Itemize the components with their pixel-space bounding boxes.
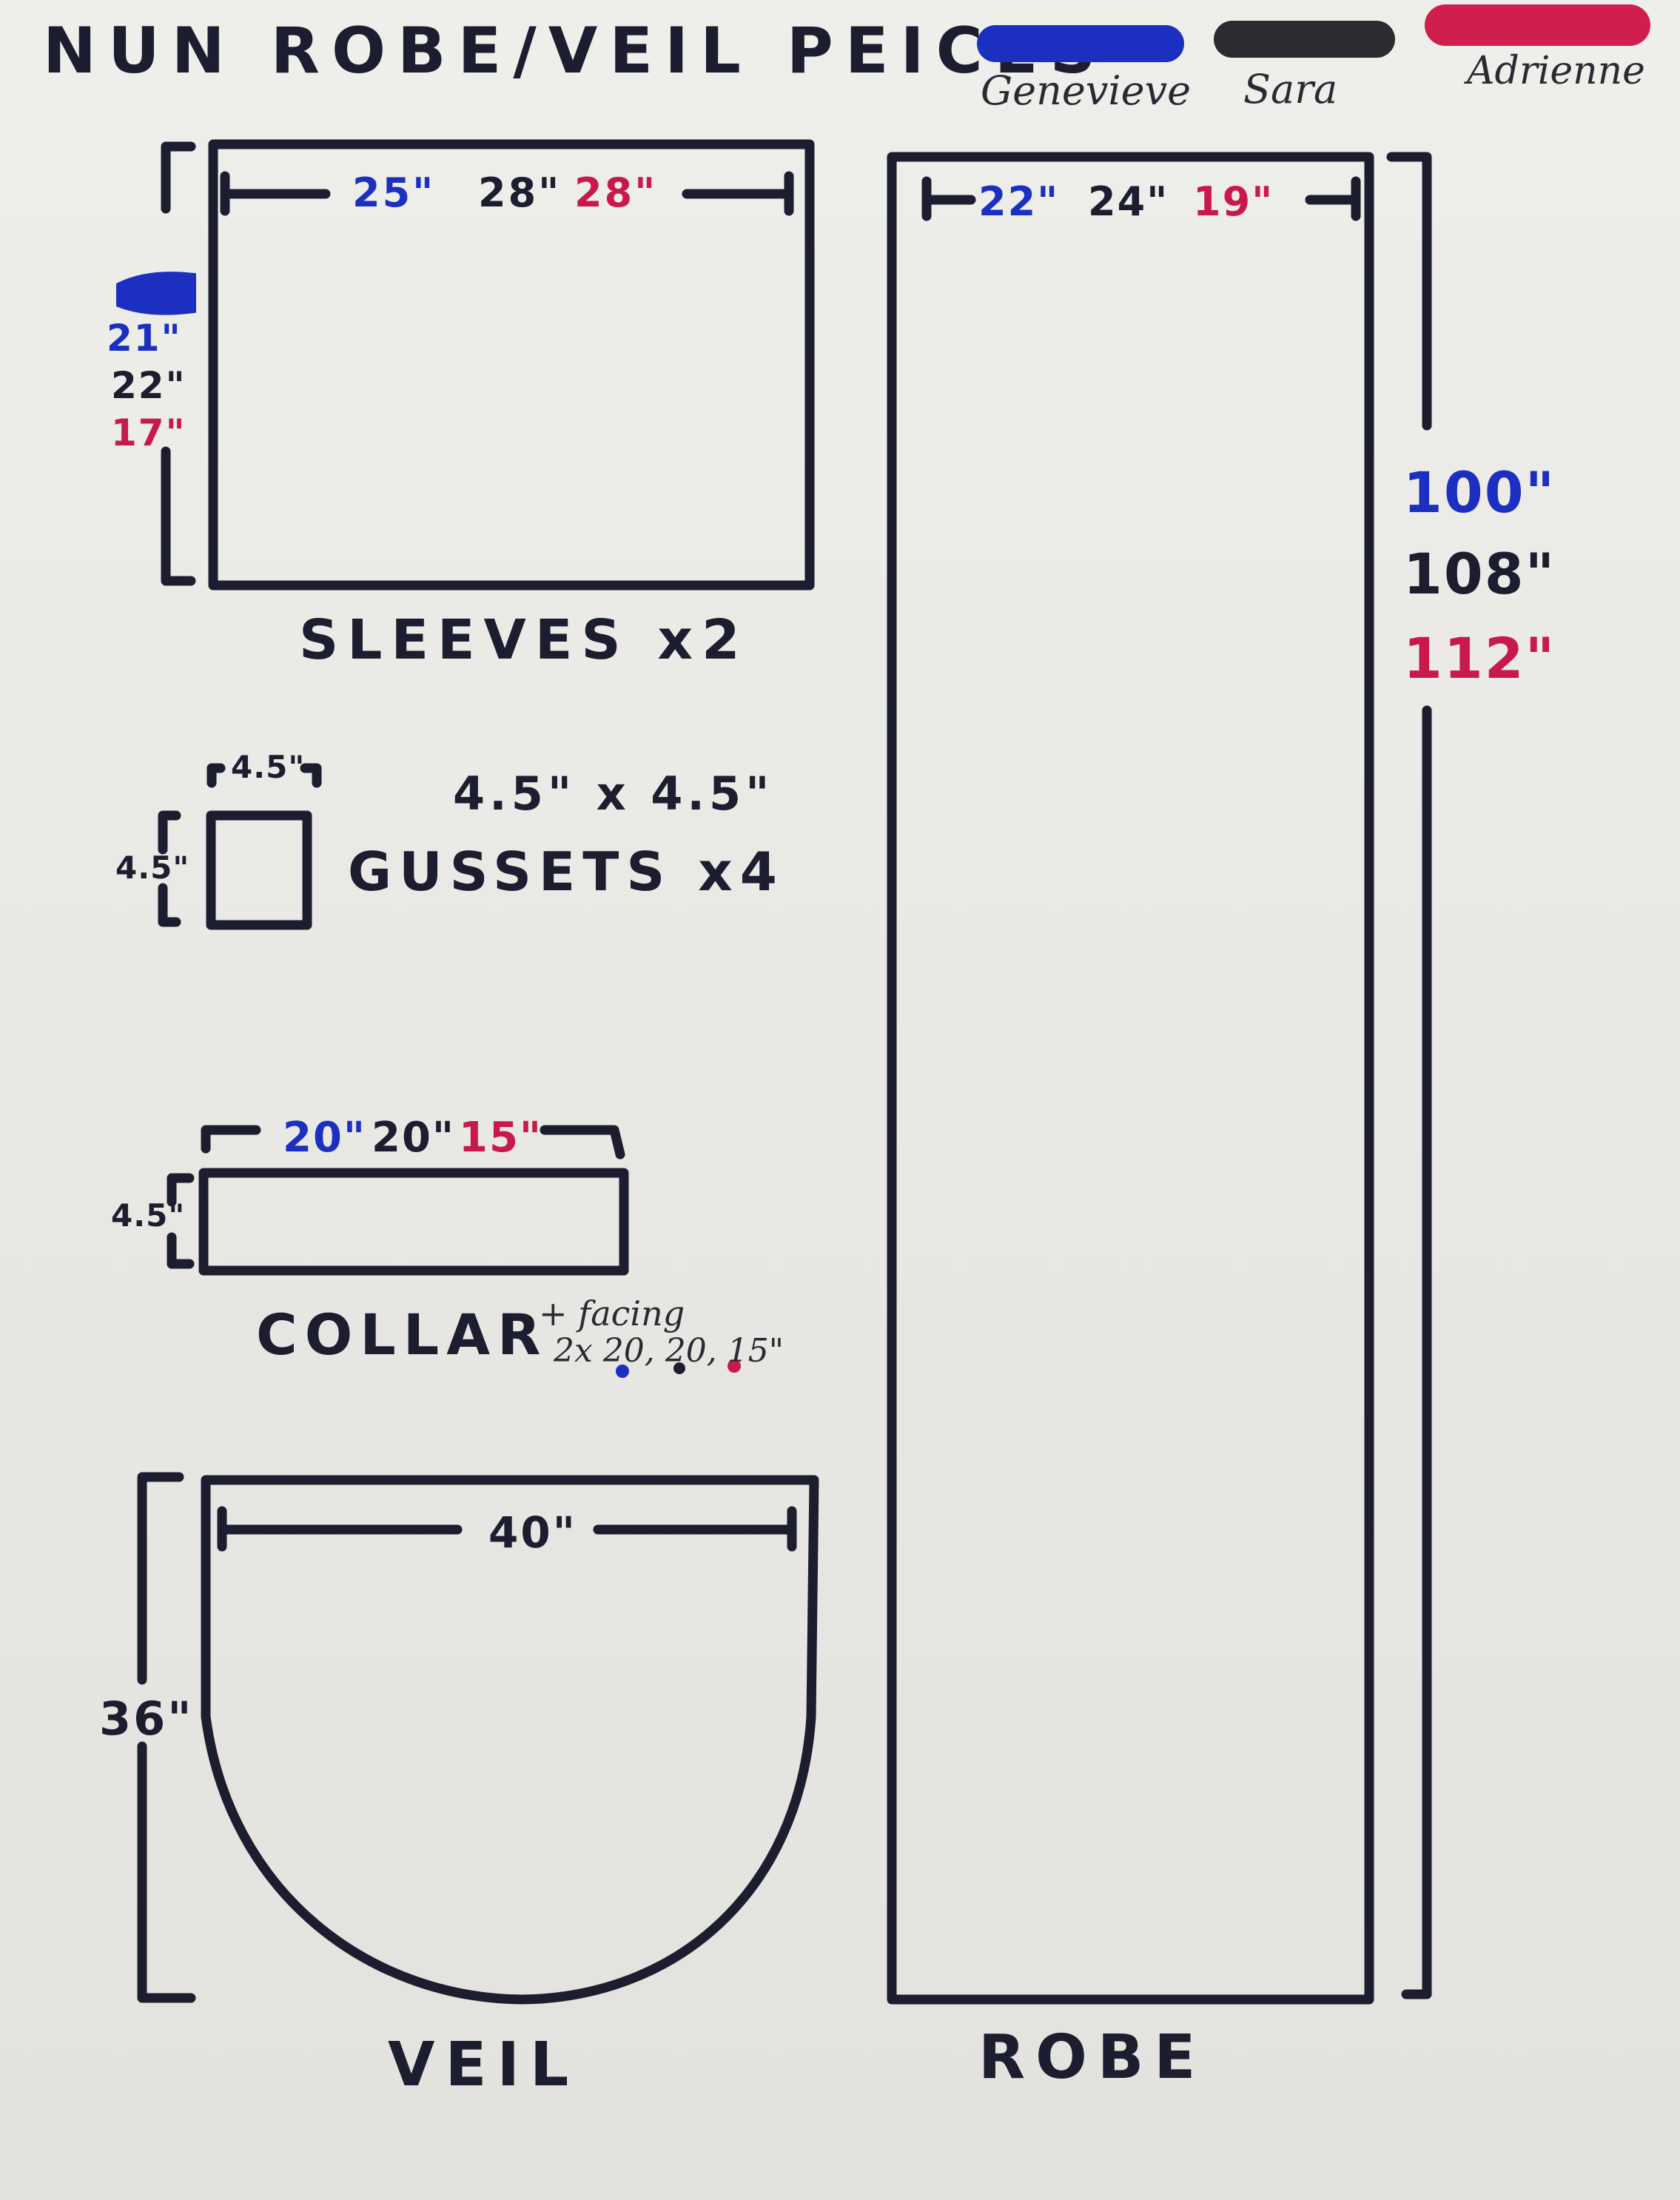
sleeves-height-genevieve: 21" [107, 317, 182, 360]
collar-facing-dot-red [728, 1359, 741, 1373]
robe-width-sara: 24" [1088, 178, 1169, 225]
robe-length-genevieve: 100" [1403, 460, 1556, 525]
robe-length-sara: 108" [1403, 541, 1556, 607]
veil-outline [201, 1475, 819, 2005]
sleeves-height-adrienne: 17" [111, 411, 187, 454]
sleeves-outline [208, 139, 815, 591]
sleeves-height-sara: 22" [111, 364, 187, 407]
robe-width-adrienne: 19" [1193, 178, 1274, 225]
sleeves-width-arrow [220, 171, 794, 216]
sleeves-width-genevieve: 25" [352, 169, 436, 216]
gusset-side-dim: 4.5" [115, 850, 190, 886]
sleeves-height-bracket [161, 141, 196, 586]
legend-label-genevieve: Genevieve [981, 67, 1192, 114]
veil-height-bracket [137, 1472, 196, 2003]
collar-label: COLLAR [256, 1302, 548, 1368]
robe-length-adrienne: 112" [1403, 625, 1556, 691]
collar-width-adrienne: 15" [459, 1114, 543, 1162]
legend-label-sara: Sara [1243, 66, 1338, 112]
collar-width-sara: 20" [372, 1114, 456, 1162]
gusset-size-note: 4.5" x 4.5" [453, 767, 774, 821]
collar-facing-dot-blue [616, 1365, 629, 1378]
legend-swatch-genevieve [977, 25, 1184, 62]
sleeves-width-adrienne: 28" [574, 169, 658, 216]
gusset-top-dim: 4.5" [231, 749, 306, 785]
collar-height: 4.5" [111, 1197, 186, 1234]
veil-width-arrow [217, 1506, 797, 1552]
collar-top-bracket [201, 1125, 625, 1160]
robe-width-genevieve: 22" [978, 178, 1060, 225]
robe-width-arrow [921, 176, 1361, 221]
robe-label: ROBE [978, 2022, 1206, 2093]
veil-height: 36" [99, 1692, 194, 1746]
gusset-side-bracket [158, 810, 181, 927]
legend-swatch-adrienne [1425, 4, 1650, 46]
collar-facing-line2: 2x 20, 20, 15" [554, 1332, 784, 1370]
gusset-outline [206, 810, 312, 930]
collar-side-bracket [167, 1173, 195, 1269]
robe-length-bracket [1386, 152, 1432, 1999]
robe-outline [887, 152, 1374, 2005]
legend-label-adrienne: Adrienne [1467, 49, 1645, 93]
collar-outline [198, 1168, 629, 1276]
gussets-label: GUSSETS x4 [348, 841, 784, 903]
collar-facing-line1: + facing [539, 1294, 685, 1333]
page-title: NUN ROBE/VEIL PEICES [43, 14, 1108, 88]
gusset-top-bracket [206, 763, 322, 788]
collar-facing-dot-black [673, 1362, 685, 1374]
sleeves-marker-scribble [116, 272, 196, 315]
collar-width-genevieve: 20" [283, 1114, 367, 1162]
sleeves-label: SLEEVES x2 [299, 608, 749, 672]
veil-width: 40" [488, 1507, 577, 1558]
veil-label: VEIL [388, 2030, 579, 2100]
sleeves-width-sara: 28" [478, 169, 562, 216]
legend-swatch-sara [1214, 21, 1395, 58]
